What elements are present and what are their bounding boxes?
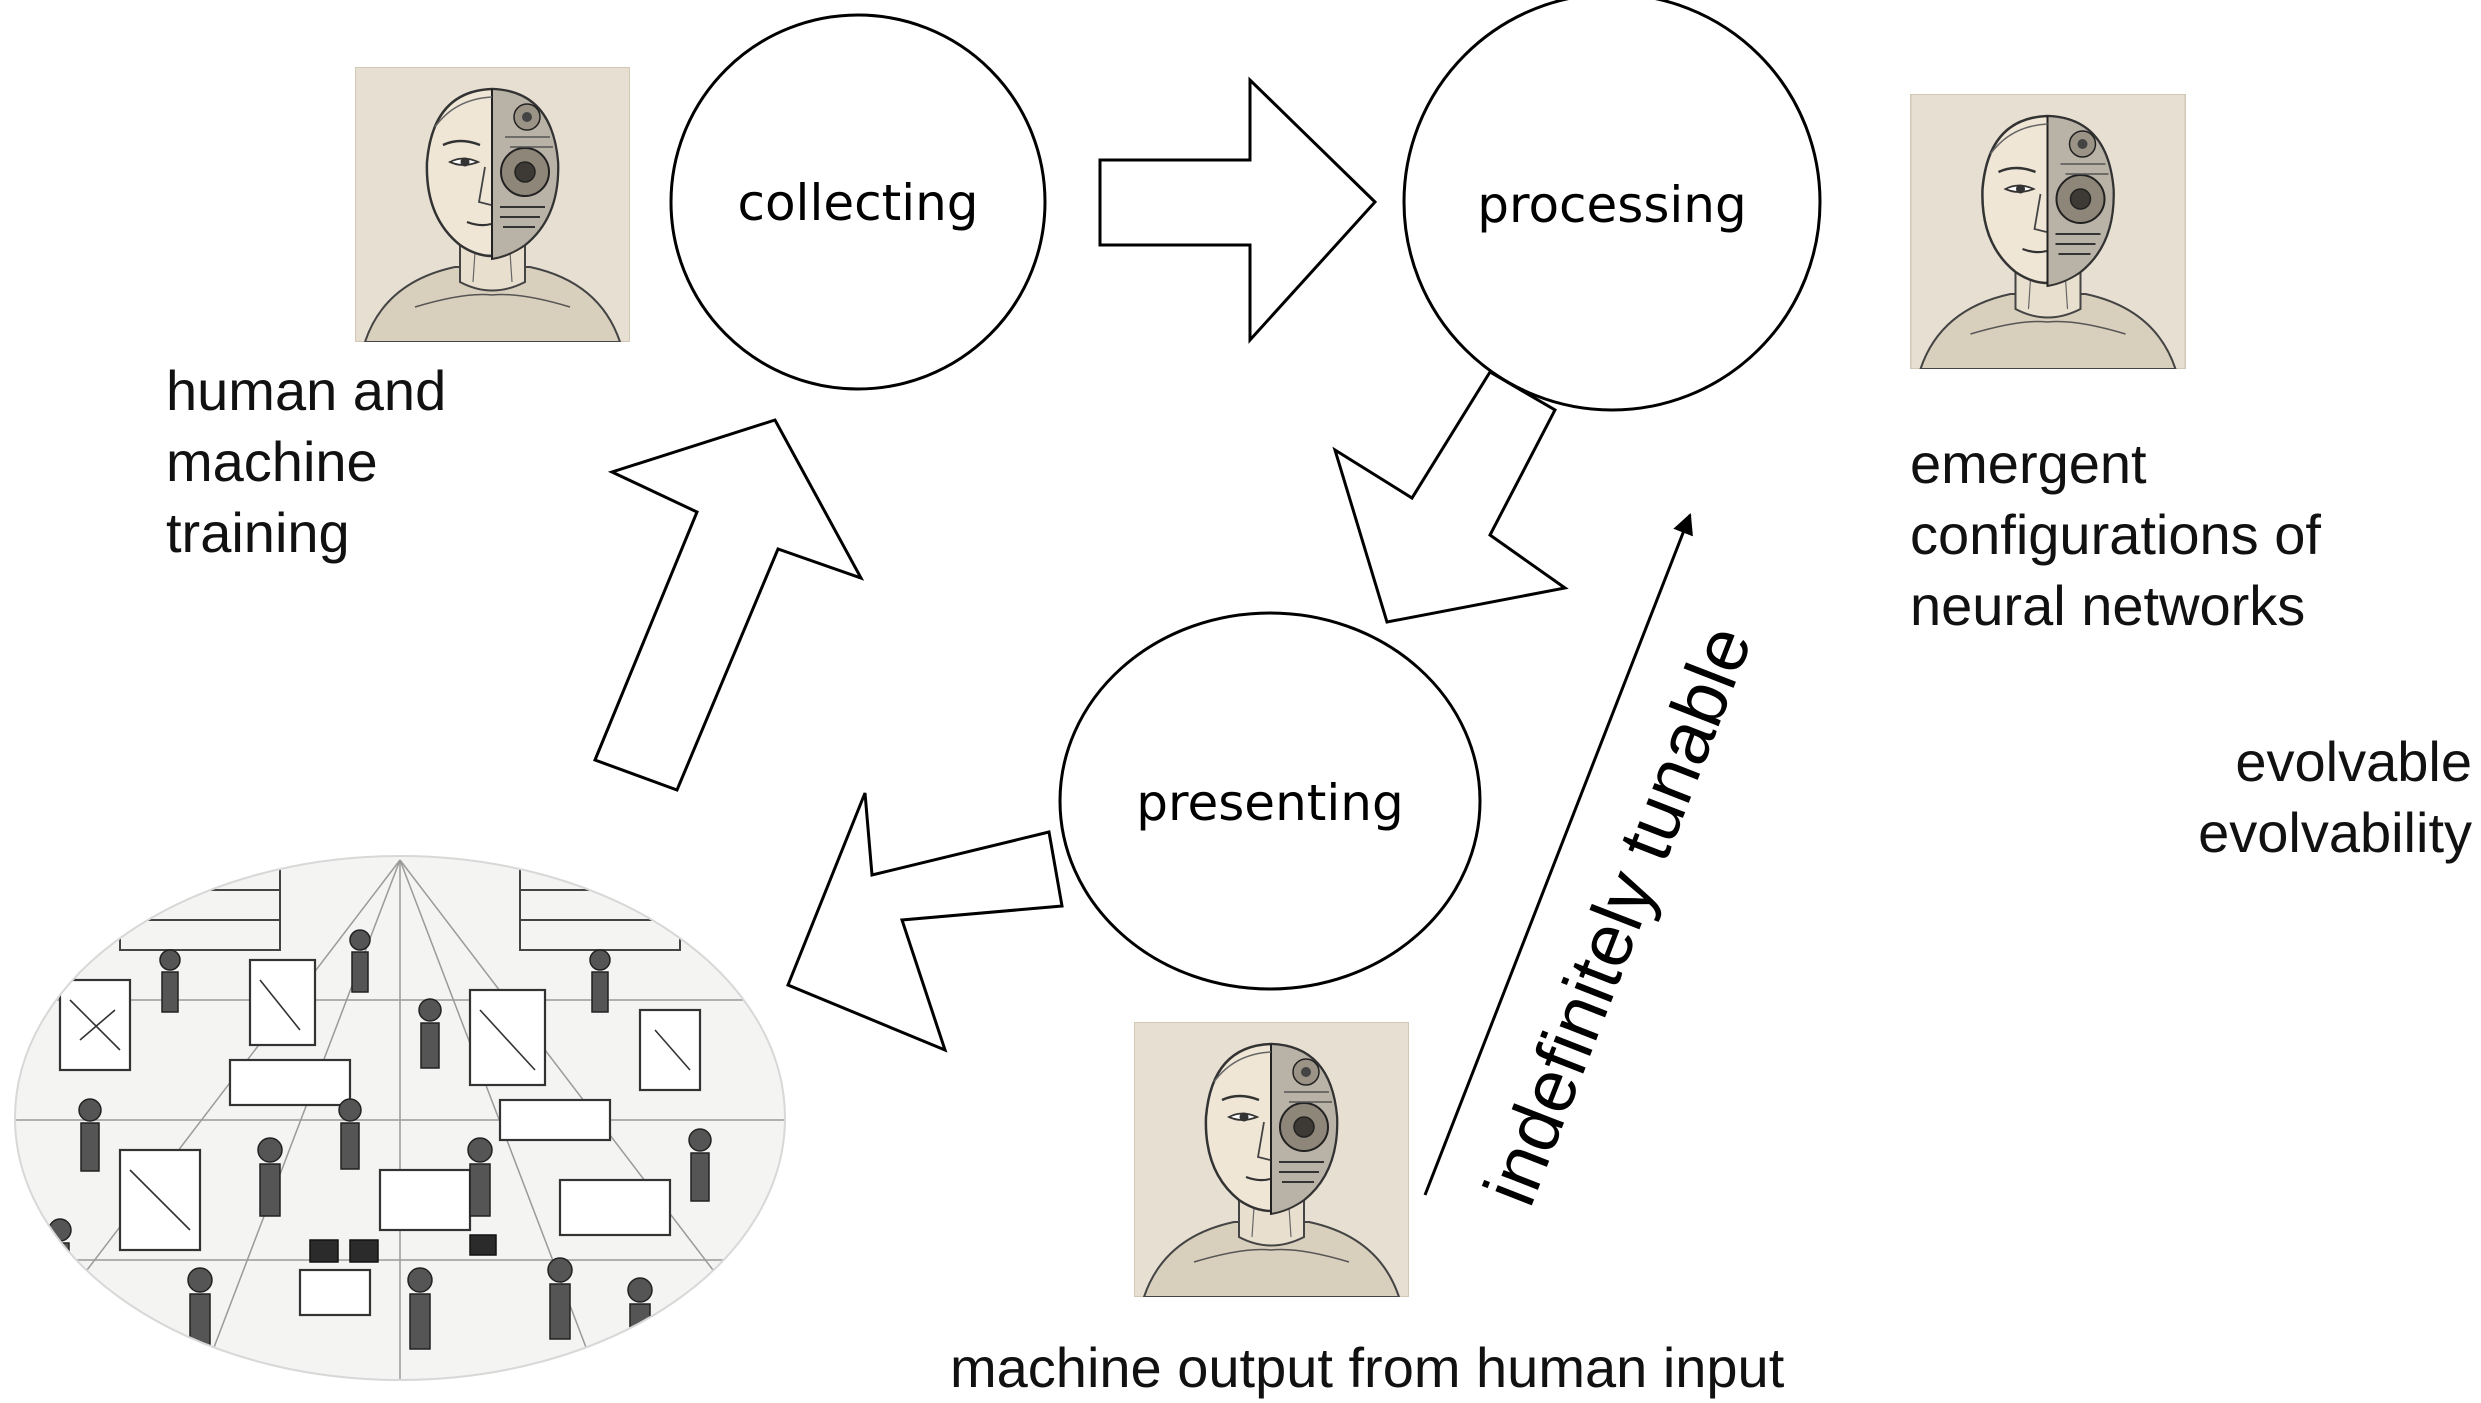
arrow-presenting-to-crowd	[786, 792, 1064, 1053]
caption-machine-output: machine output from human input	[950, 1336, 1785, 1399]
tunable-arrow	[1423, 513, 1693, 1196]
node-presenting-label: presenting	[1136, 774, 1403, 832]
caption-line: training	[166, 501, 350, 564]
caption-line: evolvable	[2235, 730, 2472, 793]
arrow-processing-to-presenting	[1332, 369, 1569, 624]
arrow-collecting-to-processing	[1098, 76, 1378, 344]
caption-emergent-configurations: emergent configurations of neural networ…	[1910, 428, 2321, 641]
node-processing: processing	[1402, 0, 1822, 412]
caption-line: machine	[166, 430, 378, 493]
caption-human-machine-training: human and machine training	[166, 355, 446, 568]
node-collecting-label: collecting	[737, 174, 978, 232]
caption-line: human and	[166, 359, 447, 422]
portrait-bottom	[1134, 1022, 1409, 1297]
node-collecting: collecting	[669, 13, 1047, 391]
portrait-top-left	[355, 67, 630, 342]
caption-line: evolvability	[2198, 801, 2472, 864]
caption-line: emergent	[1910, 432, 2147, 495]
node-processing-label: processing	[1477, 176, 1746, 234]
portrait-top-right	[1910, 94, 2186, 369]
caption-line: neural networks	[1910, 574, 2306, 637]
caption-line: configurations of	[1910, 503, 2321, 566]
node-presenting: presenting	[1058, 611, 1482, 991]
crowd-illustration	[14, 855, 786, 1381]
caption-evolvable: evolvable evolvability	[2060, 726, 2472, 868]
arrow-crowd-to-collecting	[593, 418, 865, 792]
